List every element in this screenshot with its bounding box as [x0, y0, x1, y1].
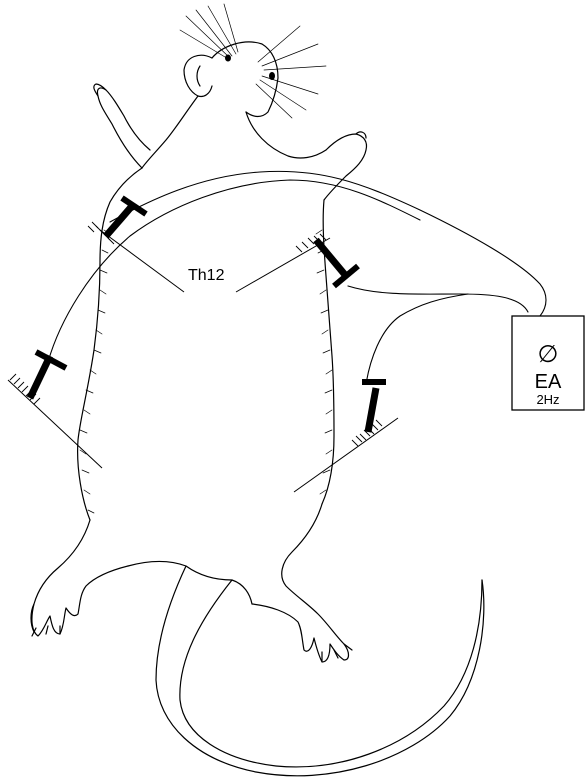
- rat-tail: [156, 566, 484, 776]
- device-name: EA: [535, 371, 562, 393]
- left-hindlimb: [32, 520, 128, 636]
- electrode-wires: [48, 171, 546, 384]
- rat-illustration: [31, 4, 484, 776]
- needle-upper-right: [236, 234, 358, 292]
- device-frequency: 2Hz: [536, 392, 559, 407]
- needle-lower-right: [294, 382, 398, 492]
- wire-left: [48, 180, 420, 362]
- rat-eye: [225, 55, 231, 62]
- left-forelimb: [97, 88, 150, 168]
- wire-right-upper: [348, 286, 528, 312]
- rat-nose: [269, 72, 275, 80]
- torso-left-edge: [78, 168, 142, 520]
- right-forelimb: [324, 134, 367, 200]
- device-symbol: ∅: [538, 341, 559, 368]
- wire-right-lower: [366, 294, 468, 384]
- needle-lower-left: [8, 352, 102, 468]
- whiskers: [180, 4, 326, 118]
- rat-ear: [184, 55, 212, 96]
- right-hindlimb: [252, 504, 349, 662]
- vertebra-label: Th12: [188, 267, 225, 284]
- ea-stimulator-device: ∅ EA 2Hz: [512, 316, 584, 410]
